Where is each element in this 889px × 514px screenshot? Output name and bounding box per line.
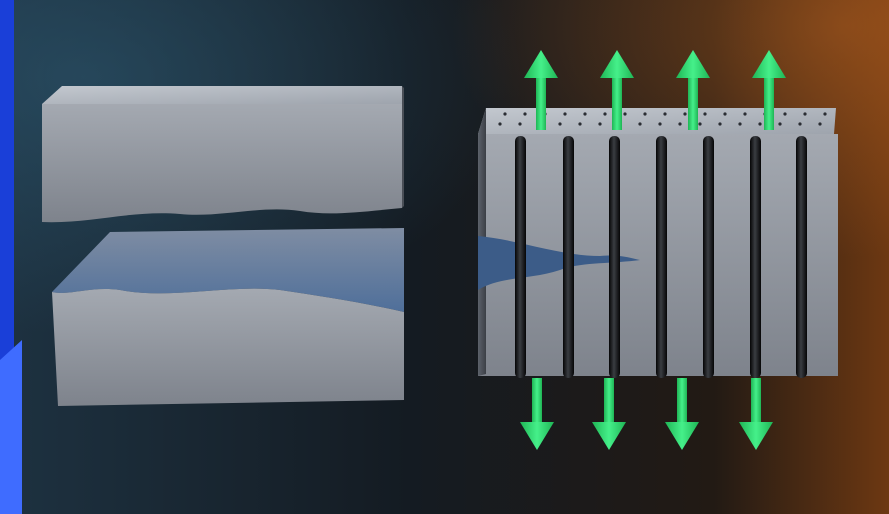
pinned-block-top xyxy=(478,108,836,134)
pin xyxy=(563,136,574,378)
pin xyxy=(750,136,761,378)
upper-half-face xyxy=(42,104,402,222)
pin xyxy=(796,136,807,378)
pin xyxy=(609,136,620,378)
pin xyxy=(656,136,667,378)
pin xyxy=(703,136,714,378)
lower-half-face xyxy=(52,289,404,406)
upper-half-top xyxy=(42,86,402,104)
pin xyxy=(515,136,526,378)
frame-wedge xyxy=(0,340,22,514)
pinned-block xyxy=(478,108,838,378)
